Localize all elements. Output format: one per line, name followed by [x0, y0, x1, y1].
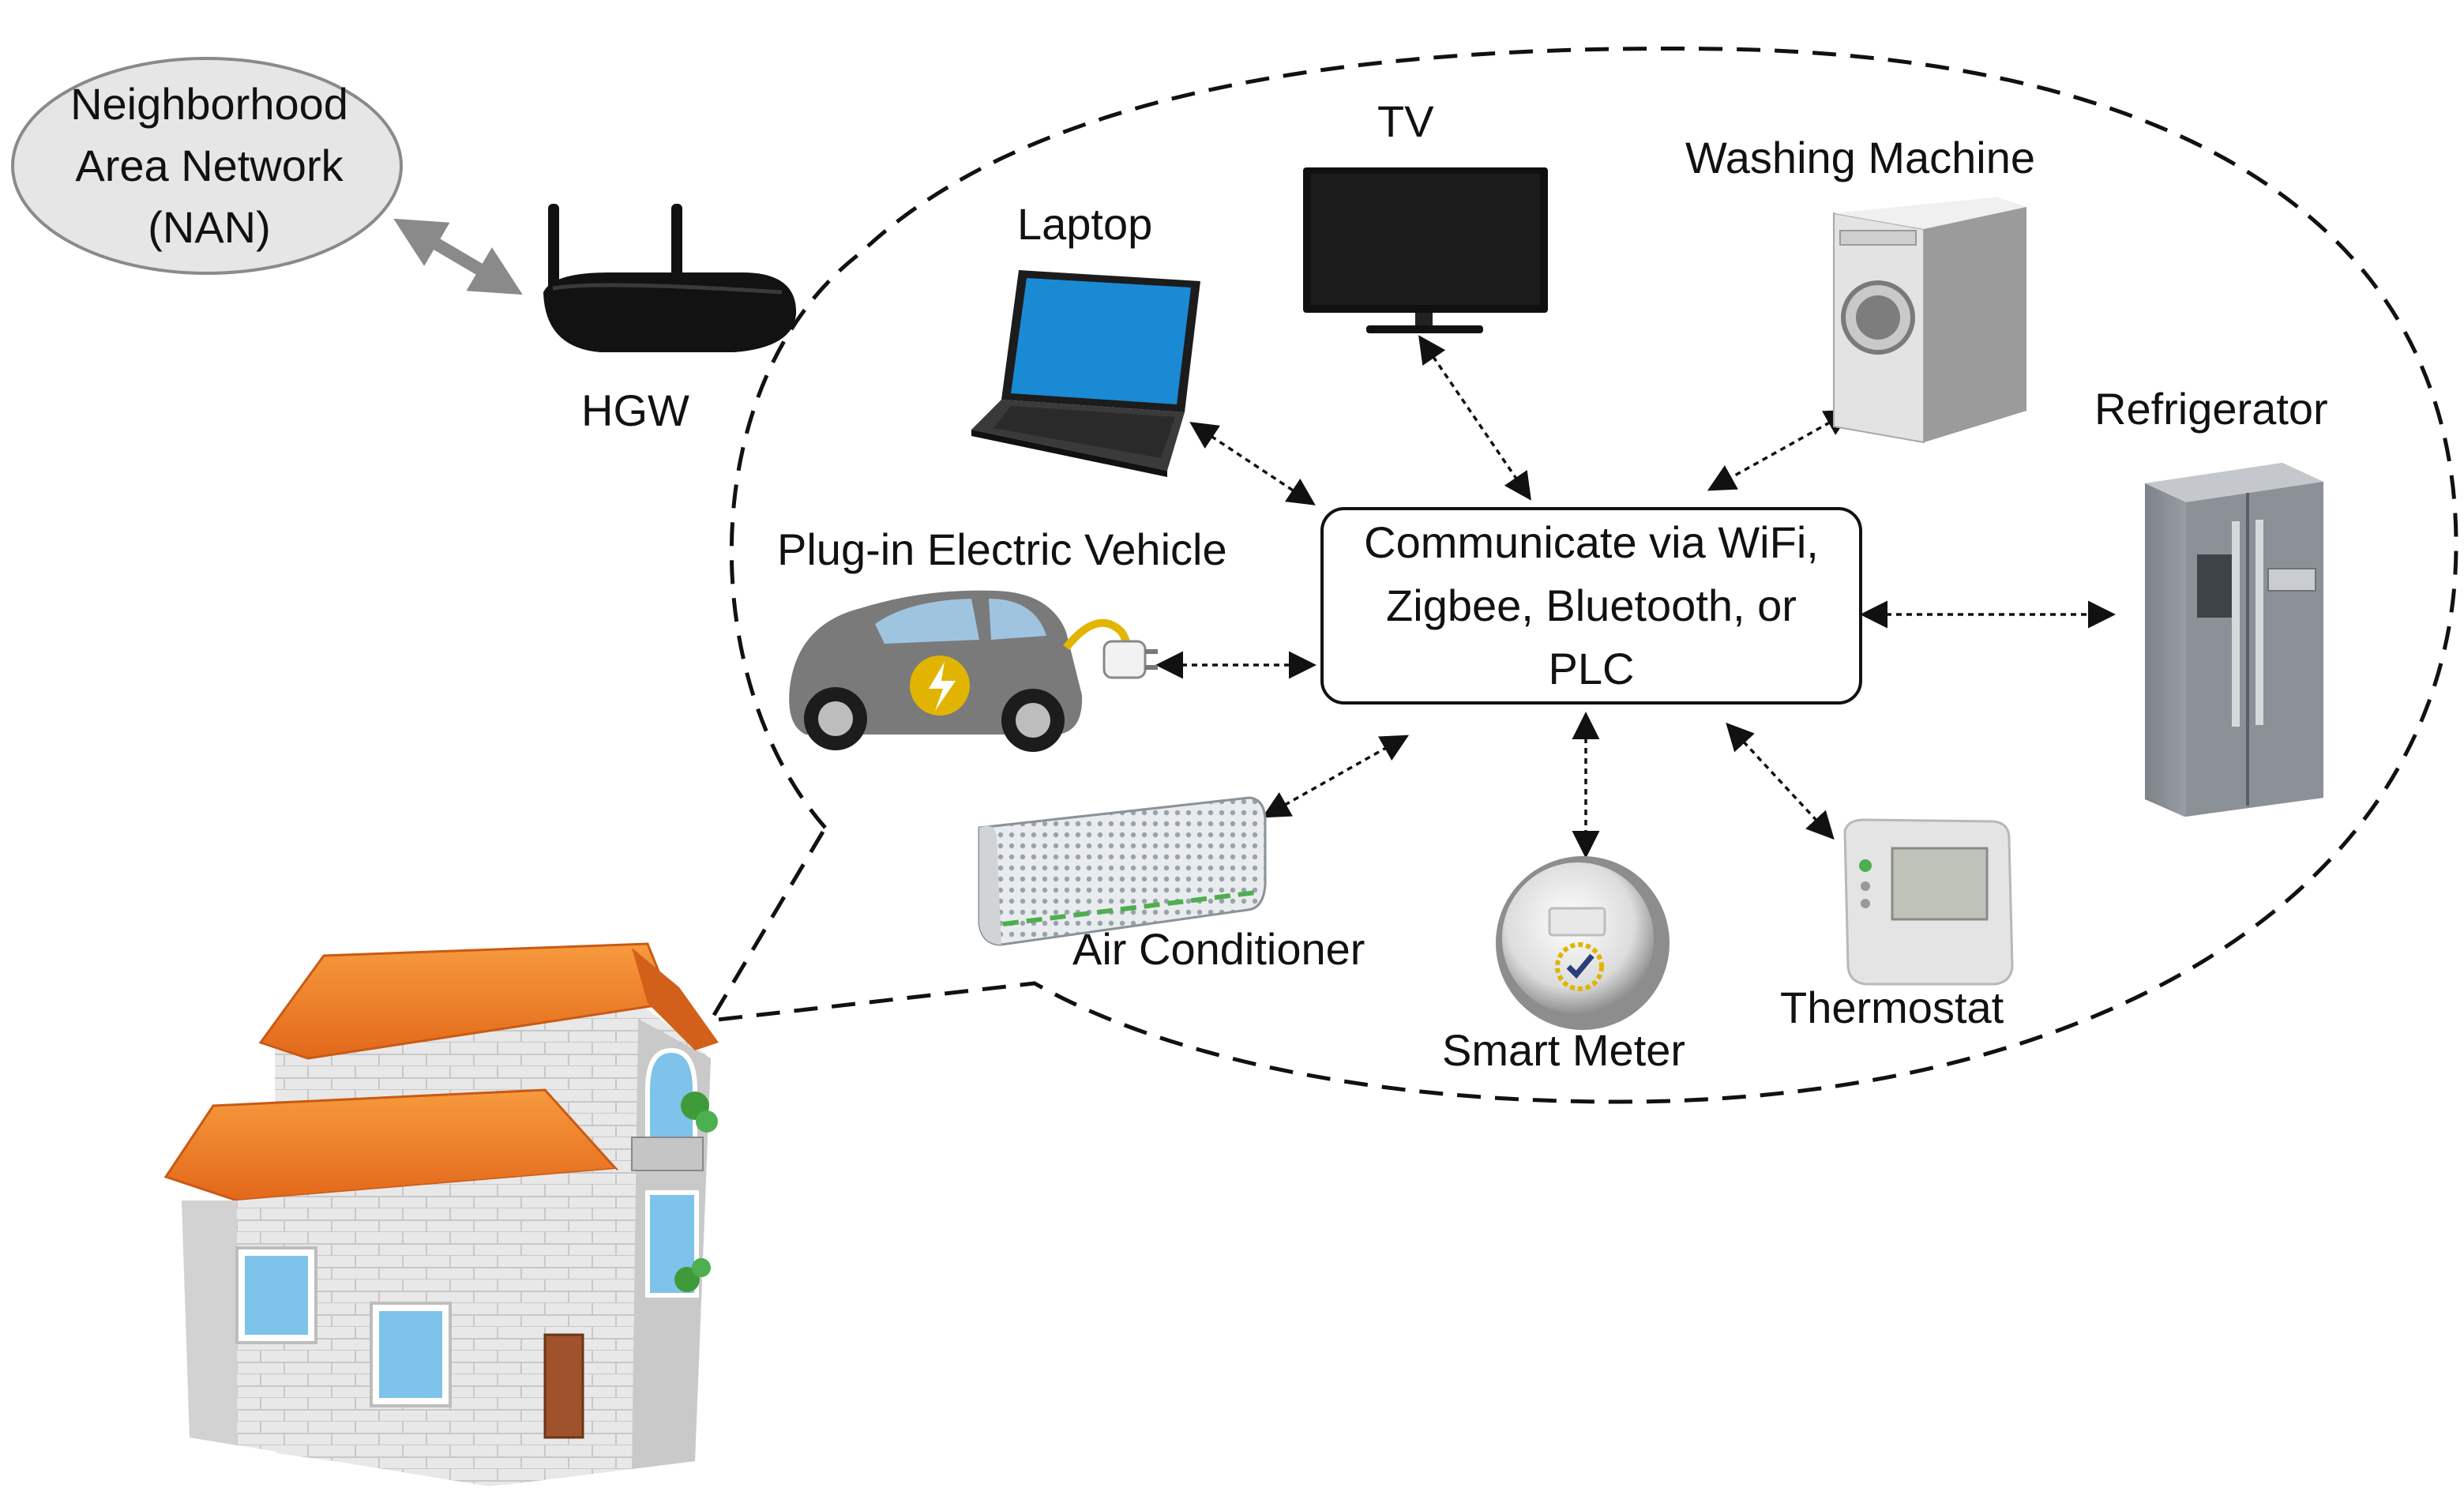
nan-line-1: Neighborhood: [70, 79, 348, 129]
link-thermostat: [1726, 722, 1835, 840]
washing-machine-icon: [1833, 197, 2026, 444]
router-icon: [543, 204, 797, 352]
tv-icon: [1303, 167, 1548, 333]
thermostat-label: Thermostat: [1780, 983, 2004, 1032]
nan-line-2: Area Network: [75, 141, 344, 190]
hub-line-1: Communicate via WiFi,: [1364, 517, 1819, 567]
laptop-icon: [971, 270, 1200, 477]
air-conditioner-label: Air Conditioner: [1072, 924, 1365, 974]
refrigerator-icon: [2145, 463, 2323, 817]
smart-meter-icon: [1496, 856, 1670, 1030]
hgw-label: HGW: [581, 385, 689, 435]
link-ac: [1261, 735, 1410, 818]
thermostat-icon: [1843, 818, 2014, 986]
home-area-boundary: [707, 47, 2458, 1104]
electric-vehicle-icon: [789, 590, 1158, 752]
washing-machine-label: Washing Machine: [1685, 133, 2036, 182]
hub-line-3: PLC: [1548, 644, 1635, 693]
tv-label: TV: [1377, 96, 1434, 146]
link-laptop: [1189, 422, 1316, 505]
air-conditioner-icon: [978, 796, 1267, 946]
nan-ellipse: [11, 57, 403, 275]
communication-hub-box: Communicate via WiFi, Zigbee, Bluetooth,…: [1320, 507, 1862, 705]
ev-label: Plug-in Electric Vehicle: [777, 524, 1227, 574]
laptop-label: Laptop: [1017, 199, 1153, 249]
house-icon: [163, 942, 719, 1486]
link-washer: [1707, 409, 1854, 491]
nan-label: Neighborhood Area Network (NAN): [14, 58, 404, 273]
smart-meter-label: Smart Meter: [1442, 1025, 1686, 1075]
link-tv: [1418, 335, 1531, 501]
refrigerator-label: Refrigerator: [2094, 384, 2328, 434]
nan-hgw-link: [393, 218, 523, 295]
hub-line-2: Zigbee, Bluetooth, or: [1386, 581, 1797, 630]
nan-line-3: (NAN): [148, 202, 271, 252]
connections: [1155, 335, 2116, 859]
